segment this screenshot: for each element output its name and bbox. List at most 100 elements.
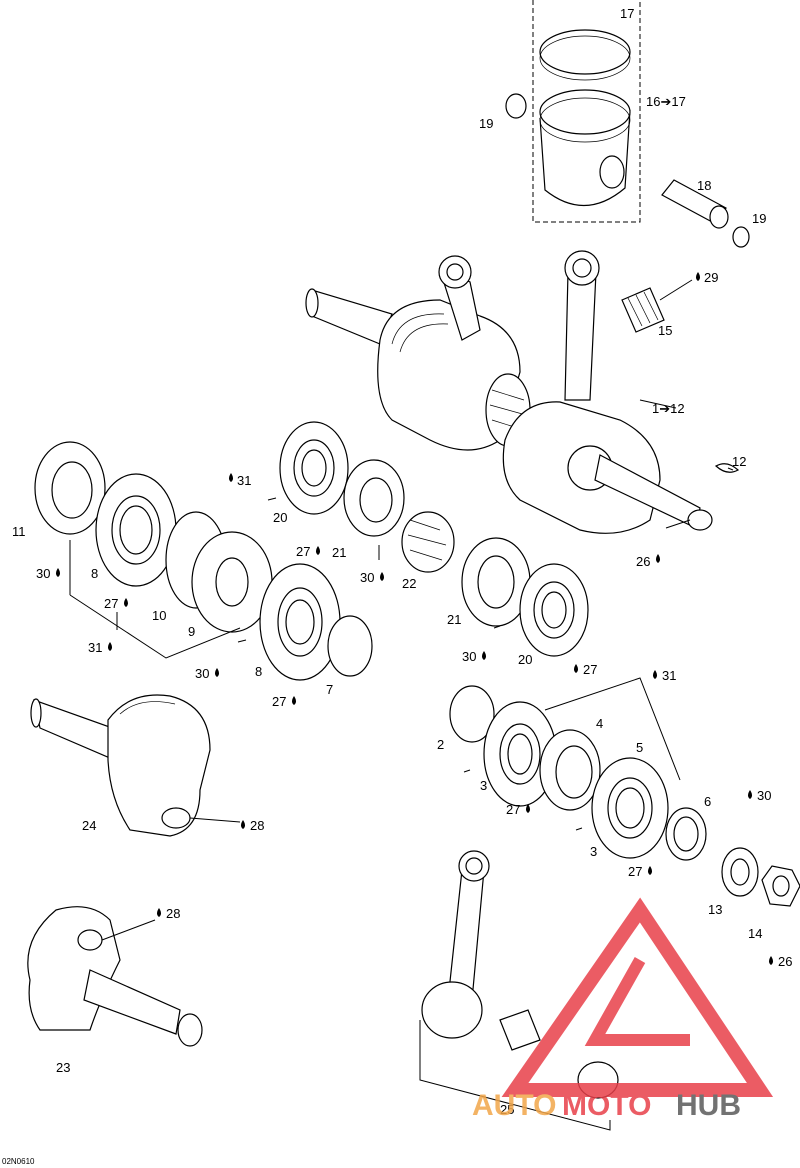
callout-31: 31 [662, 668, 676, 683]
distance-ring-9 [191, 531, 273, 633]
callout-16-17: 16➔17 [646, 94, 686, 109]
oil-drop-icon [748, 790, 752, 799]
oil-drop-icon [124, 598, 128, 607]
oil-drop-icon [769, 956, 773, 965]
logo-moto-text: MOTO [562, 1089, 651, 1122]
crankshaft-assembly [305, 250, 740, 534]
oil-drop-icon [108, 642, 112, 651]
callout-30: 30 [195, 666, 209, 681]
oil-drop-icon [292, 696, 296, 705]
oil-drop-icon [482, 651, 486, 660]
bearing-4 [483, 701, 557, 807]
oil-drop-icon [215, 668, 219, 677]
circlip-19b [732, 226, 750, 248]
callout-22: 22 [402, 576, 416, 591]
callout-7: 7 [326, 682, 333, 697]
callout-11: 11 [12, 524, 26, 539]
nut-14 [761, 865, 800, 907]
crank-half-24 [30, 694, 241, 837]
callout-13: 13 [708, 902, 722, 917]
callout-30: 30 [757, 788, 771, 803]
oil-drop-icon [229, 473, 233, 482]
callout-1-12: 1➔12 [652, 401, 685, 416]
callout-19: 19 [479, 116, 493, 131]
ball-bearing-20b [519, 563, 589, 657]
callout-29: 29 [704, 270, 718, 285]
ball-bearing-8a [95, 473, 177, 587]
oil-drop-icons [56, 272, 773, 965]
callout-31: 31 [237, 473, 251, 488]
oil-drop-icon [656, 554, 660, 563]
callout-28: 28 [166, 906, 180, 921]
logo-hub-text: HUB [676, 1089, 741, 1122]
callout-26: 26 [778, 954, 792, 969]
callout-8: 8 [255, 664, 262, 679]
callout-23: 23 [56, 1060, 70, 1075]
callout-12: 12 [732, 454, 746, 469]
automotohub-logo: AUTO MOTO HUB [472, 897, 774, 1122]
ball-bearing-20a [279, 421, 349, 515]
callout-31: 31 [88, 640, 102, 655]
callout-28: 28 [250, 818, 264, 833]
oil-drop-icon [653, 670, 657, 679]
seal-21b [461, 537, 531, 627]
piston-group [505, 0, 750, 248]
oil-drop-icon [316, 546, 320, 555]
callout-4: 4 [596, 716, 603, 731]
callout-25: 25 [500, 1102, 514, 1117]
piston-ring-17 [539, 29, 631, 75]
callout-3: 3 [480, 778, 487, 793]
oil-drop-icon [241, 820, 245, 829]
callout-17: 17 [620, 6, 634, 21]
oil-seal-11 [34, 441, 106, 535]
needle-bearing-15 [621, 287, 665, 333]
callout-5: 5 [636, 740, 643, 755]
callout-27: 27 [272, 694, 286, 709]
callout-27: 27 [506, 802, 520, 817]
bearing-3 [591, 757, 669, 859]
piston-pin-18 [661, 179, 729, 229]
oil-drop-icon [696, 272, 700, 281]
washer-13 [721, 847, 759, 897]
seal-6 [665, 807, 707, 861]
callout-24: 24 [82, 818, 96, 833]
oil-drop-icon [648, 866, 652, 875]
circlip-19a [505, 93, 527, 119]
oil-drop-icon [380, 572, 384, 581]
callout-21: 21 [332, 545, 346, 560]
ring-5 [539, 729, 601, 811]
callout-19: 19 [752, 211, 766, 226]
oil-drop-icon [526, 804, 530, 813]
callout-26: 26 [636, 554, 650, 569]
callout-3: 3 [590, 844, 597, 859]
part-callouts: 17 16➔17 19 18 19 29 15 1➔12 12 26 11 31… [12, 6, 792, 1117]
callout-21: 21 [447, 612, 461, 627]
crank-half-23 [27, 906, 203, 1047]
callout-10: 10 [152, 608, 166, 623]
ball-bearing-8b [259, 563, 341, 681]
callout-27: 27 [628, 864, 642, 879]
callout-9: 9 [188, 624, 195, 639]
callout-18: 18 [697, 178, 711, 193]
oil-drop-icon [56, 568, 60, 577]
logo-auto-text: AUTO [472, 1089, 556, 1122]
ring-2 [449, 685, 495, 743]
callout-27: 27 [583, 662, 597, 677]
callout-27: 27 [296, 544, 310, 559]
ring-7 [327, 615, 373, 677]
callout-27: 27 [104, 596, 118, 611]
callout-30: 30 [462, 649, 476, 664]
callout-15: 15 [658, 323, 672, 338]
gear-22 [401, 511, 455, 573]
callout-20: 20 [273, 510, 287, 525]
oil-drop-icon [157, 908, 161, 917]
piston-16 [539, 89, 631, 207]
callout-8: 8 [91, 566, 98, 581]
callout-6: 6 [704, 794, 711, 809]
callout-2: 2 [437, 737, 444, 752]
callout-20: 20 [518, 652, 532, 667]
callout-30: 30 [36, 566, 50, 581]
drawing-code: 02N0610 [2, 1157, 35, 1166]
